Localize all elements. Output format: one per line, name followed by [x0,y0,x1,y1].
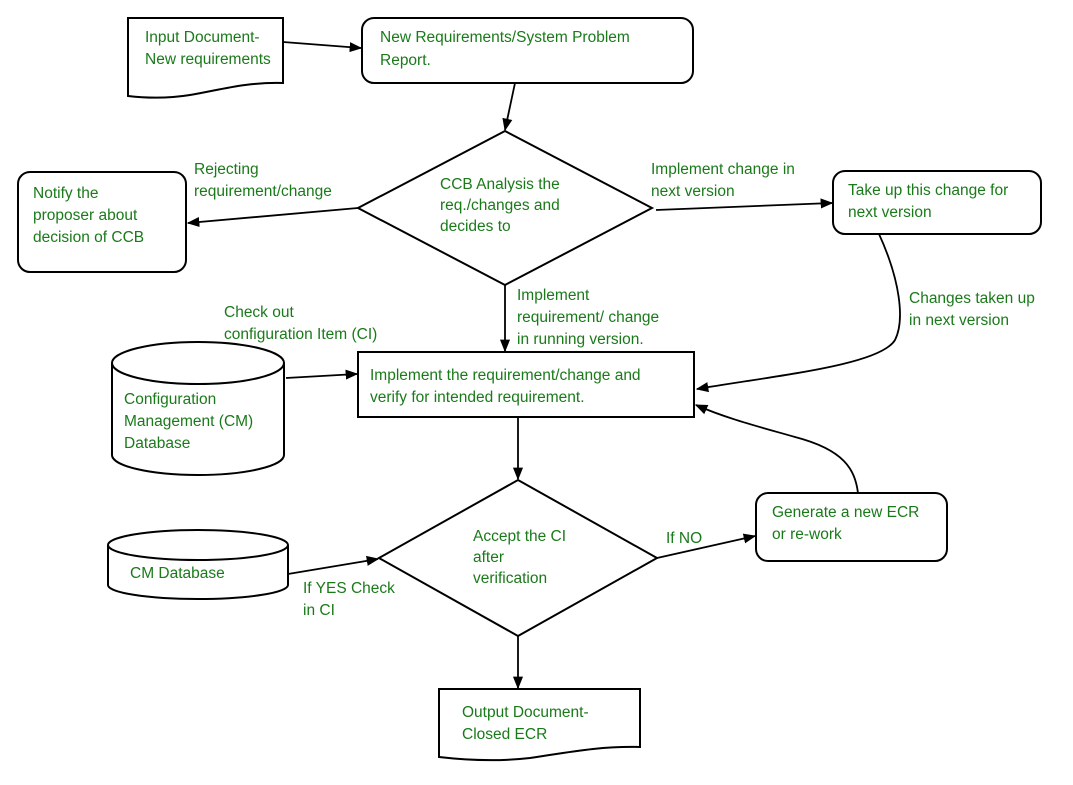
arrow-input-to-newreq [282,41,363,53]
new-requirements-node: New Requirements/System Problem Report. [361,17,694,84]
new-requirements-label: New Requirements/System Problem Report. [380,29,634,69]
output-document-label: Output Document- Closed ECR [462,704,593,743]
edge-label-changes-taken: Changes taken up in next version [909,290,1039,329]
notify-proposer-label: Notify the proposer about decision of CC… [33,185,144,246]
edge-label-implement-running: Implement requirement/ change in running… [517,287,663,348]
generate-ecr-label: Generate a new ECR or re-work [772,504,924,543]
edge-label-if-no: If NO [666,530,702,547]
cm-database-2-node: CM Database [107,529,289,600]
arrow-ccb-to-notify [186,207,359,228]
arrow-accept-to-ecr [656,533,757,559]
arrow-ecr-to-implement [694,404,859,494]
edge-label-implement-next: Implement change in next version [651,161,799,200]
next-version-node: Take up this change for next version [832,170,1042,235]
arrow-cmdb2-to-accept [287,555,380,575]
accept-ci-label: Accept the CI after verification [473,528,570,587]
input-document-node: Input Document- New requirements [127,17,284,99]
ccb-analysis-label: CCB Analysis the req./changes and decide… [440,176,564,235]
implement-label: Implement the requirement/change and ver… [370,367,645,406]
implement-node: Implement the requirement/change and ver… [357,351,695,418]
output-document-node: Output Document- Closed ECR [438,688,641,762]
cm-database-label: Configuration Management (CM) Database [124,391,258,452]
arrow-ccb-to-nextversion [655,198,834,211]
cm-database-2-label: CM Database [130,565,225,582]
generate-ecr-node: Generate a new ECR or re-work [755,492,948,562]
input-document-label: Input Document- New requirements [145,29,271,68]
notify-proposer-node: Notify the proposer about decision of CC… [17,171,187,273]
cm-database-node: Configuration Management (CM) Database [111,341,285,476]
arrow-newreq-to-ccb [502,82,516,132]
arrow-nextversion-to-implement [695,233,901,393]
arrow-cmdb-to-implement [285,369,359,380]
edge-label-rejecting: Rejecting requirement/change [194,161,332,200]
edge-label-check-out: Check out configuration Item (CI) [224,304,377,343]
accept-ci-decision: Accept the CI after verification [376,478,660,638]
next-version-label: Take up this change for next version [848,182,1013,221]
ccb-analysis-decision: CCB Analysis the req./changes and decide… [355,129,655,287]
edge-label-if-yes: If YES Check in CI [303,580,399,619]
